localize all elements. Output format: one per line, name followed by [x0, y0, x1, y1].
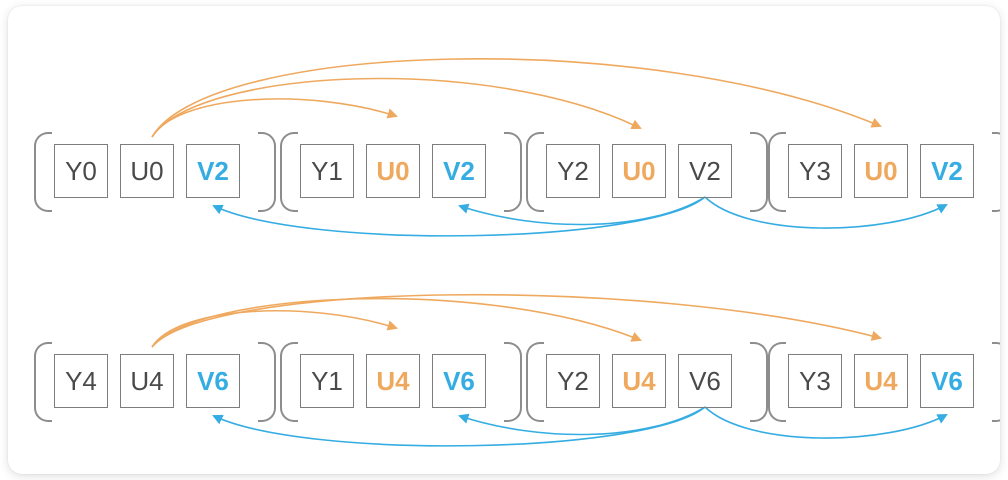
blue-arrow-g2V2-to-g1V2: [458, 196, 706, 226]
row1-blue-arrows: [212, 406, 948, 447]
blue-arrow-g2V6-to-g3V6: [704, 406, 948, 439]
bracket-left-icon: [280, 342, 298, 422]
cell-Y3[interactable]: Y3: [788, 144, 842, 198]
bracket-left-icon: [526, 342, 544, 422]
cell-V2[interactable]: V2: [432, 144, 486, 198]
bracket-right-icon: [504, 132, 522, 212]
cell-Y1[interactable]: Y1: [300, 144, 354, 198]
row0-group-1: Y1 U0 V2: [280, 132, 522, 212]
row1-group-2: Y2 U4 V6: [526, 342, 768, 422]
cell-U4[interactable]: U4: [120, 354, 174, 408]
cell-V2[interactable]: V2: [920, 144, 974, 198]
bracket-left-icon: [768, 132, 786, 212]
row1-group-3: Y3 U4 V6: [768, 342, 1000, 422]
blue-arrow-g2V6-to-g1V6: [458, 406, 706, 436]
cell-Y4[interactable]: Y4: [54, 354, 108, 408]
orange-arrow-g0U4-to-g1U4: [151, 309, 398, 348]
row0-group-0: Y0 U0 V2: [34, 132, 276, 212]
bracket-right-icon: [750, 342, 768, 422]
arrow-layer: [151, 58, 948, 447]
orange-arrow-g0U4-to-g2U4: [151, 297, 642, 348]
orange-arrow-g0U4-to-g3U4: [151, 293, 883, 348]
blue-arrow-g2V2-to-g3V2: [704, 196, 948, 229]
row0-blue-arrows: [212, 196, 948, 237]
row0-orange-arrows: [151, 58, 882, 138]
cell-Y2[interactable]: Y2: [546, 354, 600, 408]
cell-V6[interactable]: V6: [920, 354, 974, 408]
row0-group-2: Y2 U0 V2: [526, 132, 768, 212]
bracket-right-icon: [258, 342, 276, 422]
bracket-left-icon: [34, 342, 52, 422]
bracket-right-icon: [750, 132, 768, 212]
cell-V6[interactable]: V6: [678, 354, 732, 408]
cell-V2[interactable]: V2: [678, 144, 732, 198]
cell-U4[interactable]: U4: [366, 354, 420, 408]
cell-U0[interactable]: U0: [612, 144, 666, 198]
cell-Y3[interactable]: Y3: [788, 354, 842, 408]
cell-U0[interactable]: U0: [366, 144, 420, 198]
cell-U4[interactable]: U4: [612, 354, 666, 408]
orange-arrow-g0U0-to-g2U0: [151, 77, 642, 138]
bracket-left-icon: [34, 132, 52, 212]
orange-arrow-g0U0-to-g3U0: [151, 58, 882, 138]
row1-group-0: Y4 U4 V6: [34, 342, 276, 422]
cell-U0[interactable]: U0: [854, 144, 908, 198]
cell-V6[interactable]: V6: [186, 354, 240, 408]
bracket-right-icon: [258, 132, 276, 212]
row0-group-3: Y3 U0 V2: [768, 132, 1000, 212]
row1-group-1: Y1 U4 V6: [280, 342, 522, 422]
diagram-card: Y0 U0 V2 Y1 U0 V2 Y2 U0 V2 Y3 U0 V2 Y4 U…: [8, 6, 1000, 474]
row1-orange-arrows: [151, 293, 883, 348]
bracket-right-icon: [992, 342, 1000, 422]
cell-Y1[interactable]: Y1: [300, 354, 354, 408]
bracket-left-icon: [526, 132, 544, 212]
cell-Y2[interactable]: Y2: [546, 144, 600, 198]
cell-V6[interactable]: V6: [432, 354, 486, 408]
cell-V2[interactable]: V2: [186, 144, 240, 198]
bracket-left-icon: [768, 342, 786, 422]
cell-U4[interactable]: U4: [854, 354, 908, 408]
cell-Y0[interactable]: Y0: [54, 144, 108, 198]
bracket-right-icon: [992, 132, 1000, 212]
bracket-left-icon: [280, 132, 298, 212]
cell-U0[interactable]: U0: [120, 144, 174, 198]
bracket-right-icon: [504, 342, 522, 422]
